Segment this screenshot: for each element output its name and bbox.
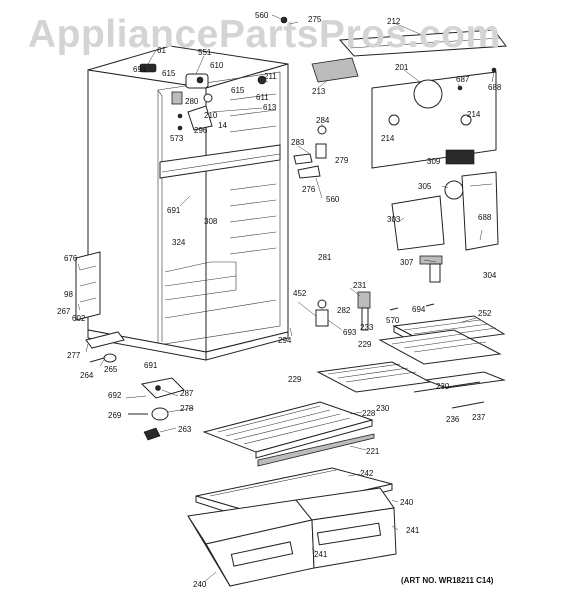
part-label: 307 bbox=[400, 258, 414, 267]
part-label: 276 bbox=[302, 185, 316, 194]
leader-lines bbox=[77, 14, 495, 583]
part-label: 692 bbox=[108, 391, 122, 400]
glass-shelf bbox=[202, 401, 375, 467]
part-label: 615 bbox=[231, 86, 245, 95]
part-label: 236 bbox=[446, 415, 460, 424]
part-labels: 560 275 212 61 551 691 615 610 211 201 6… bbox=[57, 11, 502, 589]
part-label: 560 bbox=[326, 195, 340, 204]
part-label: 98 bbox=[64, 290, 73, 299]
part-label: 279 bbox=[335, 156, 349, 165]
part-label: 309 bbox=[427, 157, 441, 166]
part-label: 237 bbox=[472, 413, 486, 422]
part-label: 282 bbox=[337, 306, 351, 315]
part-label: 281 bbox=[318, 253, 332, 262]
part-label: 230 bbox=[436, 382, 450, 391]
part-label: 296 bbox=[194, 126, 208, 135]
part-label: 210 bbox=[204, 111, 218, 120]
part-label: 275 bbox=[308, 15, 322, 24]
part-label: 240 bbox=[400, 498, 414, 507]
part-label: 676 bbox=[64, 254, 78, 263]
part-label: 211 bbox=[264, 72, 277, 81]
part-label: 264 bbox=[80, 371, 94, 380]
part-label: 615 bbox=[162, 69, 176, 78]
part-label: 610 bbox=[210, 61, 224, 70]
wire-shelf-assembly bbox=[316, 329, 506, 409]
top-air-duct bbox=[280, 16, 507, 83]
thermostat-parts bbox=[293, 125, 327, 179]
part-label: 688 bbox=[478, 213, 492, 222]
part-label: 303 bbox=[387, 215, 401, 224]
part-label: 693 bbox=[343, 328, 357, 337]
part-label: 14 bbox=[218, 121, 227, 130]
part-label: 201 bbox=[395, 63, 409, 72]
part-label: 212 bbox=[387, 17, 401, 26]
part-label: 560 bbox=[255, 11, 269, 20]
part-label: 551 bbox=[198, 48, 212, 57]
damper-control bbox=[391, 149, 499, 283]
part-label: 687 bbox=[456, 75, 470, 84]
part-label: 230 bbox=[376, 404, 390, 413]
lower-hinge-bracket bbox=[85, 331, 125, 349]
part-label: 233 bbox=[360, 323, 374, 332]
roller-assembly bbox=[128, 377, 185, 441]
art-number: (ART NO. WR18211 C14) bbox=[401, 576, 494, 585]
part-label: 240 bbox=[193, 580, 207, 589]
evaporator-cover bbox=[371, 67, 497, 169]
part-label: 241 bbox=[406, 526, 420, 535]
part-label: 277 bbox=[67, 351, 81, 360]
part-label: 241 bbox=[314, 550, 328, 559]
top-hinge-assembly bbox=[139, 63, 267, 131]
part-label: 265 bbox=[104, 365, 118, 374]
part-label: 304 bbox=[483, 271, 497, 280]
part-label: 284 bbox=[316, 116, 330, 125]
part-label: 283 bbox=[291, 138, 305, 147]
part-label: 287 bbox=[180, 389, 194, 398]
part-label: 452 bbox=[293, 289, 307, 298]
part-label: 570 bbox=[386, 316, 400, 325]
part-label: 263 bbox=[178, 425, 192, 434]
part-label: 214 bbox=[381, 134, 395, 143]
part-label: 280 bbox=[185, 97, 199, 106]
part-label: 252 bbox=[478, 309, 492, 318]
light-socket-assembly bbox=[315, 291, 435, 331]
part-label: 61 bbox=[157, 46, 166, 55]
watermark: AppliancePartsPros.com bbox=[28, 13, 501, 56]
part-label: 229 bbox=[358, 340, 372, 349]
part-label: 611 bbox=[256, 93, 269, 102]
part-label: 221 bbox=[366, 447, 380, 456]
part-label: 308 bbox=[204, 217, 218, 226]
part-label: 691 bbox=[167, 206, 181, 215]
part-label: 305 bbox=[418, 182, 432, 191]
part-label: 324 bbox=[172, 238, 186, 247]
part-label: 694 bbox=[412, 305, 426, 314]
part-label: 214 bbox=[467, 110, 481, 119]
part-label: 229 bbox=[288, 375, 302, 384]
part-label: 294 bbox=[278, 336, 292, 345]
part-label: 231 bbox=[353, 281, 367, 290]
part-label: 267 bbox=[57, 307, 71, 316]
part-label: 269 bbox=[108, 411, 122, 420]
leveling-foot bbox=[89, 353, 117, 363]
part-label: 691 bbox=[133, 65, 147, 74]
part-label: 688 bbox=[488, 83, 502, 92]
part-label: 242 bbox=[360, 469, 374, 478]
bottom-hinge bbox=[75, 251, 101, 321]
part-label: 602 bbox=[72, 314, 86, 323]
part-label: 573 bbox=[170, 134, 184, 143]
part-label: 213 bbox=[312, 87, 326, 96]
part-label: 228 bbox=[362, 409, 376, 418]
crisper-drawers bbox=[187, 487, 397, 587]
part-label: 691 bbox=[144, 361, 158, 370]
part-label: 613 bbox=[263, 103, 277, 112]
part-label: 278 bbox=[180, 404, 194, 413]
